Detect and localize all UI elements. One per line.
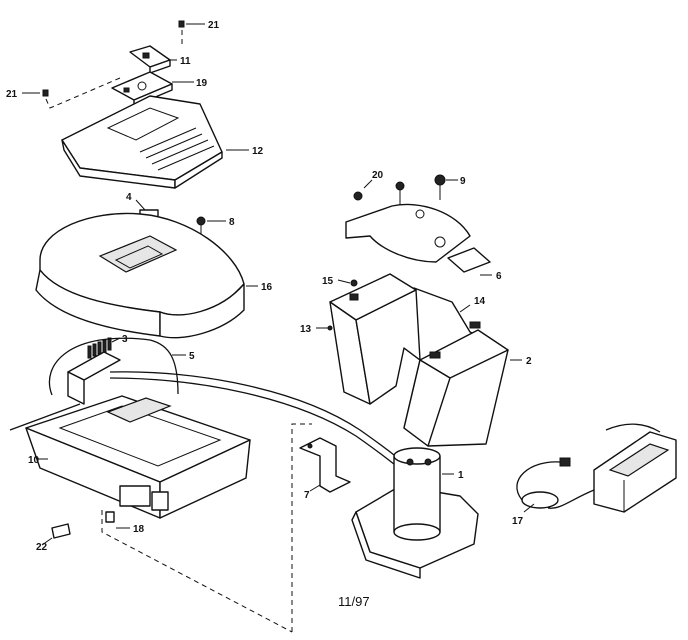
- callout-16: 16: [261, 282, 273, 293]
- callout-17: 17: [512, 516, 524, 527]
- callout-12: 12: [252, 146, 264, 157]
- top-cover-12: [61, 95, 249, 189]
- screw-9: [434, 174, 458, 200]
- callout-5: 5: [189, 351, 195, 362]
- callout-8: 8: [229, 217, 235, 228]
- callout-21-top: 21: [208, 20, 220, 31]
- screw-21-top: [178, 20, 205, 44]
- callout-22: 22: [36, 542, 48, 553]
- callout-11: 11: [180, 56, 191, 67]
- bracket-7: [299, 437, 351, 493]
- housing-top-16: [35, 212, 258, 339]
- callout-15: 15: [322, 276, 334, 287]
- callout-18: 18: [133, 524, 145, 535]
- wire-harness-5: [48, 337, 411, 475]
- callout-7: 7: [304, 490, 310, 501]
- callout-14: 14: [474, 296, 486, 307]
- charger-17: [516, 423, 677, 513]
- callout-13: 13: [300, 324, 312, 335]
- screw-21-left: [22, 77, 121, 109]
- tab-18: [101, 423, 312, 633]
- bracket-plate-6: [345, 203, 492, 276]
- callout-6: 6: [496, 271, 502, 282]
- callout-21-left: 21: [6, 89, 18, 100]
- circuit-board-3: [67, 337, 121, 405]
- callout-9: 9: [460, 176, 466, 187]
- date-code: 11/97: [338, 594, 370, 609]
- battery-2: [403, 287, 522, 447]
- clip-11: [129, 45, 177, 74]
- base-tray-10: [9, 395, 251, 519]
- callout-3: 3: [122, 334, 128, 345]
- callout-1: 1: [458, 470, 464, 481]
- battery-13: [316, 273, 421, 405]
- callout-2: 2: [526, 356, 532, 367]
- callout-10: 10: [28, 455, 40, 466]
- callout-19: 19: [196, 78, 208, 89]
- screw-8: [196, 216, 226, 238]
- callout-20: 20: [372, 170, 384, 181]
- label-22: [41, 523, 71, 546]
- callout-4: 4: [126, 192, 132, 203]
- motor-base-1: [351, 447, 479, 579]
